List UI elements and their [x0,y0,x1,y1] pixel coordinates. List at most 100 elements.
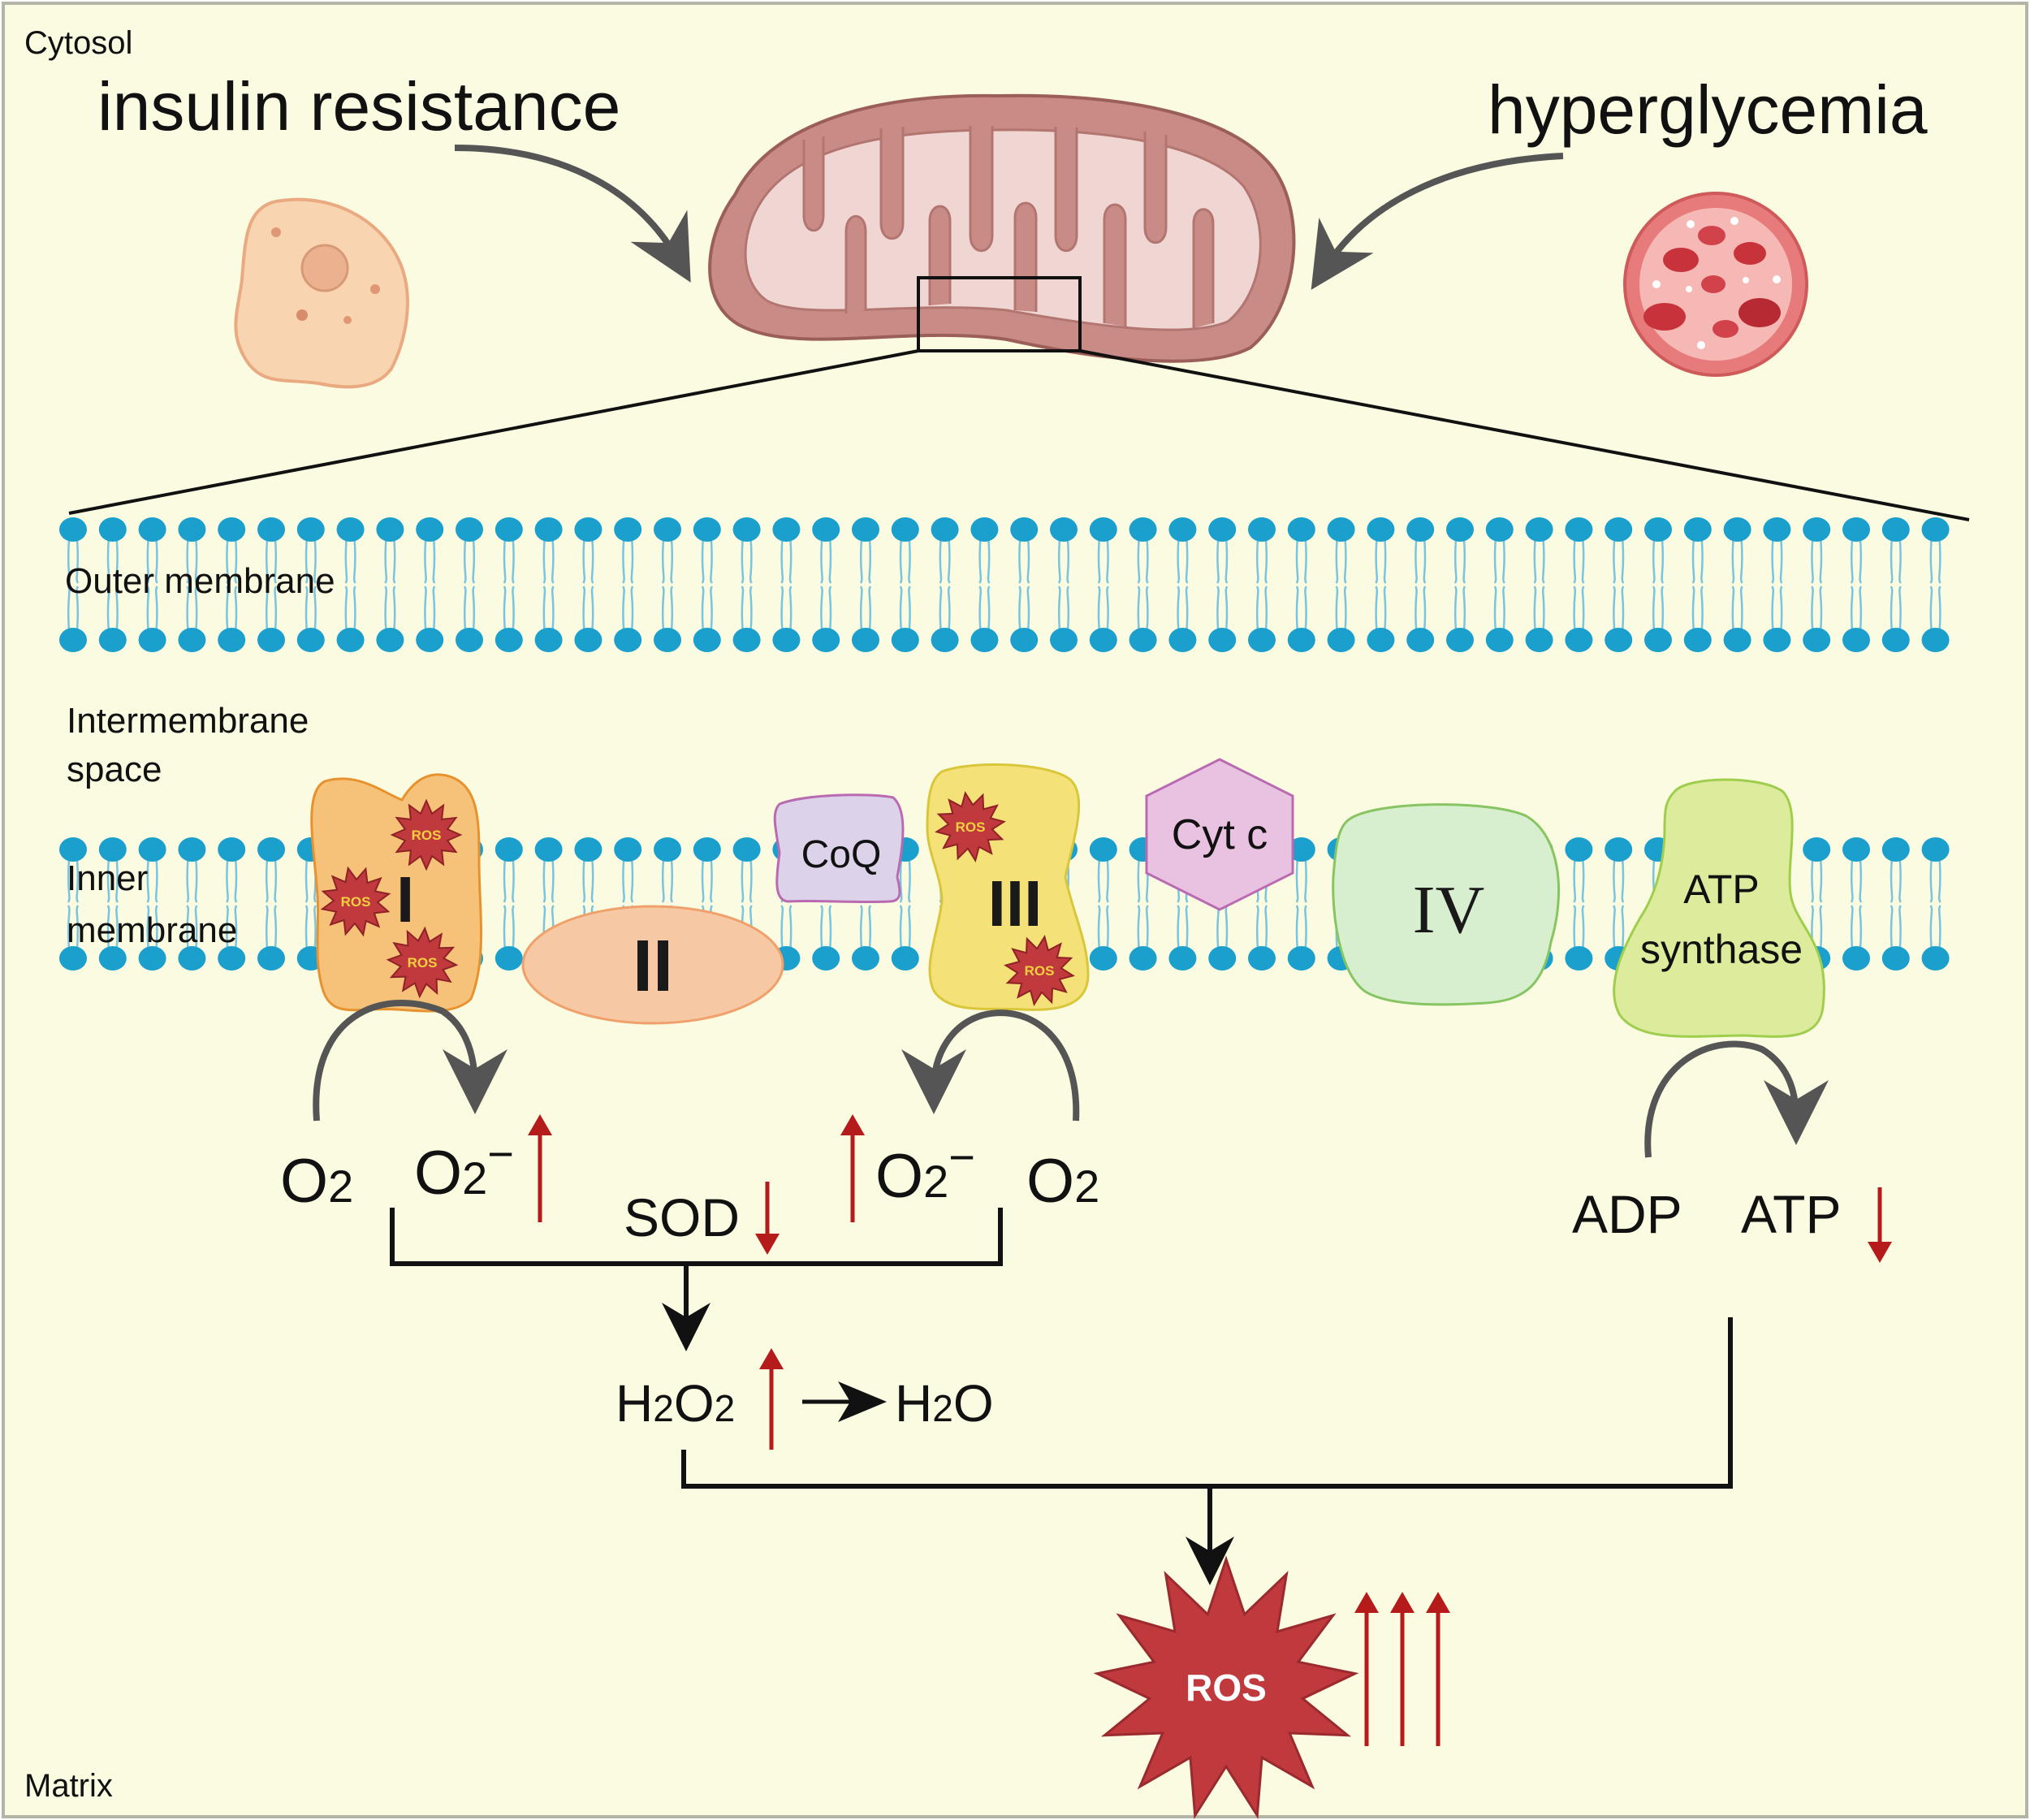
outer-membrane [59,517,1950,652]
small-ros-marker: ROS [320,866,391,937]
increase-arrow [528,1114,552,1222]
intermembrane-label-line2: space [67,750,162,789]
change-arrows [528,1114,1892,1746]
outer-membrane-lipid [852,517,879,652]
cyt-c: Cyt c [1145,758,1294,911]
o2-left: O2 [280,1147,353,1216]
o2-left-text: O2 [280,1147,353,1216]
atp-synthase: ATP synthase [1613,778,1825,1038]
inner-membrane-label-line1: Inner [67,858,148,898]
outer-membrane-lipid [1129,517,1157,652]
complex-iv: IV [1332,803,1561,1006]
outer-membrane-lipid [1565,517,1593,652]
atp-label: ATP [1741,1184,1841,1244]
outer-membrane-lipid [178,517,206,652]
blood-vessel-icon [1623,192,1808,377]
outer-membrane-lipid [812,517,840,652]
outer-membrane-lipid [1803,517,1831,652]
complex-ii: II [521,905,784,1025]
superoxide-left: O2− [414,1128,514,1208]
outer-membrane-lipid [1683,517,1712,652]
outer-membrane-lipid [376,517,404,652]
ros-burst-star [1093,1555,1359,1819]
superoxide-right-sup: − [948,1131,975,1182]
coq-label: CoQ [801,833,882,876]
outer-membrane-lipid [970,517,999,652]
adp-label: ADP [1572,1184,1682,1244]
zoom-line-left [68,349,919,515]
small-ros-marker: ROS [935,791,1006,862]
superoxide-right: O2− [875,1131,975,1211]
increase-arrow [1390,1592,1415,1746]
outer-membrane-lipid [732,517,761,652]
superoxide-right-o: O [875,1142,923,1211]
zoom-line-right [1079,349,1970,521]
decrease-arrow [755,1182,780,1255]
outer-membrane-lipid [1605,517,1633,652]
complex-ii-label: II [633,926,673,1007]
outer-membrane-lipid [1327,517,1355,652]
inner-membrane-label-line2: membrane [67,910,237,950]
outer-membrane-lipid [218,517,246,652]
outer-membrane-lipid [1406,517,1435,652]
ros-burst-label: ROS [1186,1667,1267,1709]
h2o2-sub-a: 2 [653,1387,674,1429]
increase-arrow [759,1348,784,1450]
outer-membrane-lipid [1525,517,1553,652]
cyt-c-label: Cyt c [1172,811,1268,858]
increase-arrow [840,1114,865,1222]
inner-membrane-lipid [1565,837,1593,971]
complex-iii-reaction-arrow [901,1009,1080,1122]
outer-membrane-lipid [336,517,365,652]
outer-membrane-lipid [1446,517,1474,652]
outer-membrane-lipid [574,517,603,652]
outer-membrane-lipid [654,517,681,652]
outer-membrane-lipid [1644,517,1672,652]
outer-membrane-lipid [1010,517,1039,652]
inner-membrane-lipid [98,837,127,971]
sod-label: SOD [624,1187,740,1247]
inner-membrane-lipid [257,837,285,971]
inner-membrane-lipid [495,837,523,971]
outer-membrane-lipid [456,517,483,652]
complex-i-reaction-arrow [313,999,508,1122]
outer-membrane-lipid [1921,517,1950,652]
outer-membrane-lipid [1287,517,1315,652]
superoxide-right-text: O2− [875,1131,975,1211]
small-ros-marker: ROS [1004,935,1075,1006]
h2o-h: H [895,1374,932,1433]
atp-synthase-label-line2: synthase [1640,927,1803,972]
h2o2-o: O [674,1374,715,1433]
ros-burst: ROS [1093,1555,1359,1819]
inner-membrane-lipid [178,837,206,971]
o2-right-o: O [1026,1147,1074,1216]
cell-icon [234,197,409,389]
inner-membrane-lipid [59,837,87,971]
outer-membrane-lipid [296,517,325,652]
complex-iii-label: III [988,867,1043,940]
outer-membrane-lipid [1208,517,1237,652]
inner-membrane-lipid [1881,837,1910,971]
outer-membrane-lipid [1763,517,1791,652]
o2-right-sub: 2 [1074,1161,1099,1212]
outer-membrane-lipid [931,517,959,652]
zoom-box [917,276,1082,352]
o2-left-o: O [280,1147,328,1216]
outer-membrane-lipid [1367,517,1395,652]
complex-i-label: I [396,863,414,936]
decrease-arrow [1868,1187,1892,1263]
outer-membrane-lipid [98,517,127,652]
hyperglycemia-arrow [1311,153,1564,290]
o2-right: O2 [1026,1147,1099,1216]
atp-reaction-arrow [1644,1040,1829,1158]
h2o2-label: H2O2 [615,1374,735,1433]
h2o-o: O [953,1374,994,1433]
superoxide-right-sub: 2 [923,1156,948,1207]
increase-arrow [1354,1592,1379,1746]
intermembrane-label-line1: Intermembrane [67,701,309,741]
h2o-label: H2O [895,1374,994,1433]
small-ros-label: ROS [341,894,371,910]
h2o2-h: H [615,1374,653,1433]
